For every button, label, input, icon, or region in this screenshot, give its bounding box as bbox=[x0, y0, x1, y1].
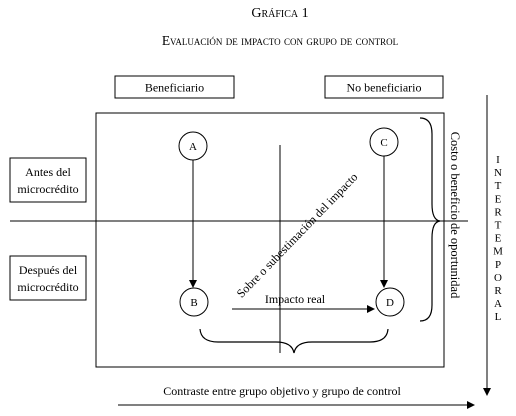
node-b bbox=[179, 287, 209, 317]
intertemporal-letter: E bbox=[495, 193, 502, 205]
row-box-despues bbox=[9, 255, 87, 301]
column-box-no-beneficiario bbox=[324, 75, 444, 99]
node-d-label: D bbox=[386, 297, 394, 309]
bias-label: Sobre o subestimación del impacto bbox=[234, 170, 361, 301]
column-label-no-beneficiario: No beneficiario bbox=[347, 81, 422, 95]
column-box-beneficiario bbox=[114, 75, 235, 99]
right-brace bbox=[419, 117, 441, 322]
contrast-label: Contraste entre grupo objetivo y grupo d… bbox=[163, 384, 401, 398]
column-label-beneficiario: Beneficiario bbox=[145, 81, 204, 95]
opportunity-label: Costo o beneficio de oportunidad bbox=[448, 132, 462, 299]
figure-label: Gráfica 1 bbox=[251, 6, 308, 21]
intertemporal-letter: M bbox=[493, 246, 503, 258]
row-label-antes-line2: microcrédito bbox=[17, 182, 78, 196]
figure-title: Evaluación de impacto con grupo de contr… bbox=[162, 33, 398, 48]
intertemporal-letter: L bbox=[495, 311, 502, 323]
intertemporal-letter: A bbox=[494, 298, 502, 310]
row-label-despues-line2: microcrédito bbox=[17, 280, 78, 294]
intertemporal-letter: I bbox=[496, 154, 500, 166]
intertemporal-letter: R bbox=[494, 206, 502, 218]
bottom-brace bbox=[199, 328, 389, 354]
intertemporal-letter: O bbox=[494, 272, 502, 284]
row-label-antes-line1: Antes del bbox=[25, 165, 71, 179]
node-a-label: A bbox=[189, 141, 197, 153]
node-b-label: B bbox=[190, 297, 197, 309]
intertemporal-letter: T bbox=[495, 220, 502, 232]
main-frame bbox=[95, 112, 445, 368]
impact-label: Impacto real bbox=[265, 292, 326, 306]
row-box-antes bbox=[9, 157, 87, 203]
intertemporal-letter: R bbox=[494, 285, 502, 297]
intertemporal-letter: N bbox=[494, 167, 502, 179]
node-c-label: C bbox=[380, 137, 387, 149]
node-d bbox=[375, 287, 405, 317]
intertemporal-letter: E bbox=[495, 233, 502, 245]
row-label-despues-line1: Después del bbox=[19, 263, 78, 277]
intertemporal-letter: P bbox=[495, 259, 501, 271]
intertemporal-letter: T bbox=[495, 180, 502, 192]
